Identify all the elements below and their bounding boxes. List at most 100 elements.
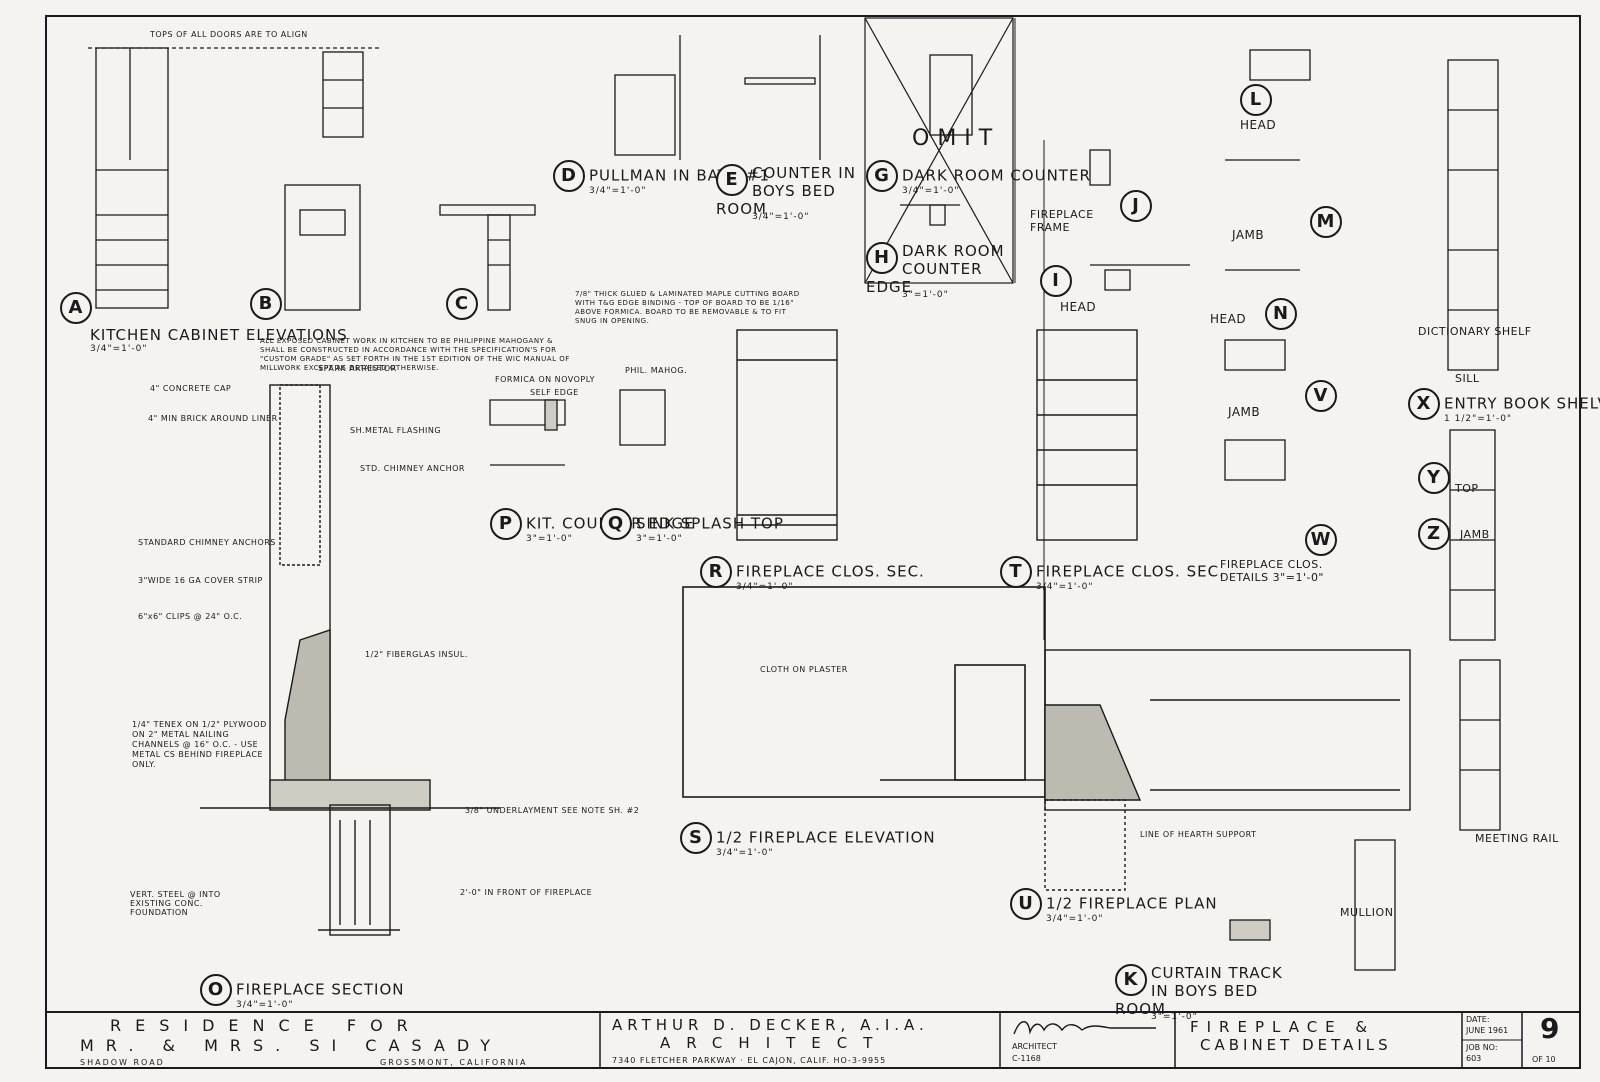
architect-name: ARTHUR D. DECKER, A.I.A.: [612, 1016, 929, 1034]
note-chimney-anchor: STD. CHIMNEY ANCHOR: [360, 464, 465, 473]
note-phil-mahog: PHIL. MAHOG.: [625, 366, 688, 375]
right-column-details: [1224, 49, 1501, 971]
detail-mark: V: [1305, 380, 1337, 412]
detail-title-text: FIREPLACE SECTION: [236, 980, 405, 999]
detail-caption-j: FIREPLACE FRAME: [1030, 208, 1094, 234]
detail-mark: D: [553, 160, 585, 192]
detail-scale: 3"=1'-0": [1151, 1012, 1198, 1022]
note-sill: SILL: [1455, 372, 1480, 385]
detail-title-text: CURTAIN TRACK IN BOYS BED ROOM: [1115, 964, 1283, 1018]
kitchen-note: ALL EXPOSED CABINET WORK IN KITCHEN TO B…: [260, 337, 570, 372]
detail-scale: 3/4"=1'-0": [752, 212, 810, 222]
detail-title-a: A: [60, 292, 96, 324]
detail-title-j: J: [1120, 190, 1156, 222]
detail-d-e: [614, 35, 821, 160]
sheet-of: OF 10: [1532, 1055, 1556, 1064]
fireplace-section-o: [200, 384, 500, 936]
detail-mark: T: [1000, 556, 1032, 588]
detail-caption-l: HEAD: [1240, 118, 1277, 132]
note-formica-novoply: FORMICA ON NOVOPLY: [495, 375, 596, 384]
sheet-border: [45, 15, 1581, 1069]
detail-mark: C: [446, 288, 478, 320]
note-underlayment: 3/8" UNDERLAYMENT SEE NOTE SH. #2: [465, 806, 640, 815]
detail-mark: I: [1040, 265, 1072, 297]
kitchen-title-text: KITCHEN CABINET ELEVATIONS: [90, 326, 348, 344]
detail-mark: S: [680, 822, 712, 854]
kitchen-scale: 3/4"=1'-0": [90, 344, 148, 354]
detail-scale: 3"=1'-0": [1272, 571, 1324, 584]
detail-mark: M: [1310, 206, 1342, 238]
address-right: GROSSMONT, CALIFORNIA: [380, 1058, 528, 1067]
fireplace-closet-section-r: [736, 329, 838, 541]
note-spark-arrester: SPARK ARRESTOR: [318, 364, 397, 373]
detail-caption-z: JAMB: [1460, 528, 1490, 541]
fireplace-plan-u: [1044, 649, 1411, 891]
address-left: SHADOW ROAD: [80, 1058, 165, 1067]
detail-scale: 3"=1'-0": [526, 534, 573, 544]
detail-scale: 3/4"=1'-0": [1046, 914, 1104, 924]
detail-title-z: Z: [1418, 518, 1454, 550]
detail-caption-w: FIREPLACE CLOS. DETAILS 3"=1'-0": [1220, 558, 1330, 584]
detail-title-text: DARK ROOM COUNTER EDGE: [866, 242, 1005, 296]
note-meeting-rail: MEETING RAIL: [1475, 832, 1559, 845]
note-flashing: SH.METAL FLASHING: [350, 426, 442, 435]
note-cutting-board: 7/8" THICK GLUED & LAMINATED MAPLE CUTTI…: [575, 290, 800, 325]
detail-title-text: FIREPLACE CLOS. SEC.: [1036, 562, 1225, 581]
elevation-c: [439, 204, 536, 311]
detail-title-text: SINK SPLASH TOP: [636, 514, 784, 533]
detail-scale: 1 1/2"=1'-0": [1444, 414, 1513, 424]
project-line1: RESIDENCE FOR: [110, 1016, 422, 1035]
elevation-a: [88, 47, 380, 309]
architect-address: 7340 FLETCHER PARKWAY · EL CAJON, CALIF.…: [612, 1056, 887, 1065]
detail-mark: Q: [600, 508, 632, 540]
detail-title-n: N: [1265, 298, 1301, 330]
detail-title-text: ENTRY BOOK SHELVING: [1444, 394, 1600, 413]
detail-mark: G: [866, 160, 898, 192]
detail-mark: H: [866, 242, 898, 274]
note-cover-strip: 3"WIDE 16 GA COVER STRIP: [138, 576, 263, 585]
detail-title-l: L: [1240, 84, 1276, 116]
detail-mark: Z: [1418, 518, 1450, 550]
detail-title-text: DARK ROOM COUNTER: [902, 166, 1091, 185]
detail-scale: 3/4"=1'-0": [1036, 582, 1094, 592]
detail-title-text: FIREPLACE CLOS. DETAILS: [1220, 558, 1323, 584]
sheet-title2: CABINET DETAILS: [1200, 1036, 1392, 1054]
architect-title: ARCHITECT: [660, 1034, 889, 1052]
detail-scale: 3"=1'-0": [636, 534, 683, 544]
fireplace-elevation-s: [682, 586, 1046, 798]
date-label: DATE:: [1466, 1015, 1490, 1024]
detail-caption-y: TOP: [1455, 482, 1479, 495]
note-doors-align: TOPS OF ALL DOORS ARE TO ALIGN: [150, 30, 308, 39]
detail-title-text: 1/2 FIREPLACE PLAN: [1046, 894, 1218, 913]
detail-mark: P: [490, 508, 522, 540]
signature-caption2: C-1168: [1012, 1054, 1041, 1063]
note-fiberglas: 1/2" FIBERGLAS INSUL.: [365, 650, 468, 659]
sheet-number: 9: [1540, 1012, 1560, 1045]
detail-mark: J: [1120, 190, 1152, 222]
detail-title-b: B: [250, 288, 286, 320]
title-block-frame: [46, 1011, 1580, 1068]
detail-mark: K: [1115, 964, 1147, 996]
detail-scale: 3/4"=1'-0": [902, 186, 960, 196]
note-std-chimney-anchors: STANDARD CHIMNEY ANCHORS: [138, 538, 276, 547]
detail-title-m: M: [1310, 206, 1346, 238]
detail-caption-n: HEAD: [1210, 312, 1247, 326]
detail-scale: 3/4"=1'-0": [716, 848, 774, 858]
note-footing: VERT. STEEL @ INTO EXISTING CONC. FOUNDA…: [130, 890, 221, 917]
job-value: 603: [1466, 1054, 1482, 1063]
job-label: JOB NO:: [1466, 1043, 1498, 1052]
detail-caption-m: JAMB: [1232, 228, 1265, 242]
detail-mark: N: [1265, 298, 1297, 330]
note-cloth-plaster: CLOTH ON PLASTER: [760, 665, 848, 674]
detail-title-w: W: [1305, 524, 1341, 556]
